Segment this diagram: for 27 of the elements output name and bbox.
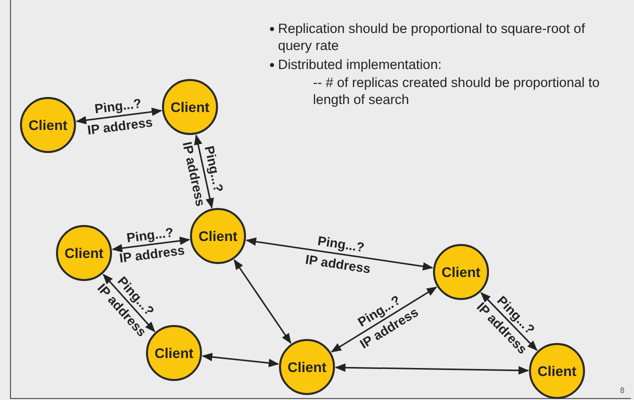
arrow xyxy=(246,237,434,271)
client-circle: Client xyxy=(162,79,218,135)
edge-label: Ping...? xyxy=(201,144,226,194)
client-circle: Client xyxy=(146,325,202,381)
bullet-text: Distributed implementation: xyxy=(278,56,443,73)
client-circle: Client xyxy=(20,97,76,153)
arrow xyxy=(112,236,190,252)
arrow xyxy=(102,274,156,332)
arrow xyxy=(234,259,292,344)
arrow xyxy=(202,352,280,368)
bullet-text: -- # of replicas created should be proportional to length of search xyxy=(313,74,601,108)
reply-text: IP address xyxy=(86,114,154,138)
reply-text: IP address xyxy=(118,242,186,266)
client-circle: Client xyxy=(529,343,585,399)
edge-label: Ping...? xyxy=(94,96,142,116)
edge-label: Ping...? xyxy=(126,224,174,245)
page-number: 8 xyxy=(620,386,624,395)
bullet-text: Replication should be proportional to square-root of query rate xyxy=(278,20,586,54)
client-circle: Client xyxy=(56,225,112,281)
client-circle: Client xyxy=(190,208,246,264)
arrow xyxy=(194,134,214,209)
arrow xyxy=(334,363,530,375)
arrow xyxy=(76,108,162,124)
client-circle: Client xyxy=(433,244,489,300)
arrow xyxy=(480,292,538,351)
client-circle: Client xyxy=(279,339,335,395)
arrow xyxy=(330,286,438,352)
